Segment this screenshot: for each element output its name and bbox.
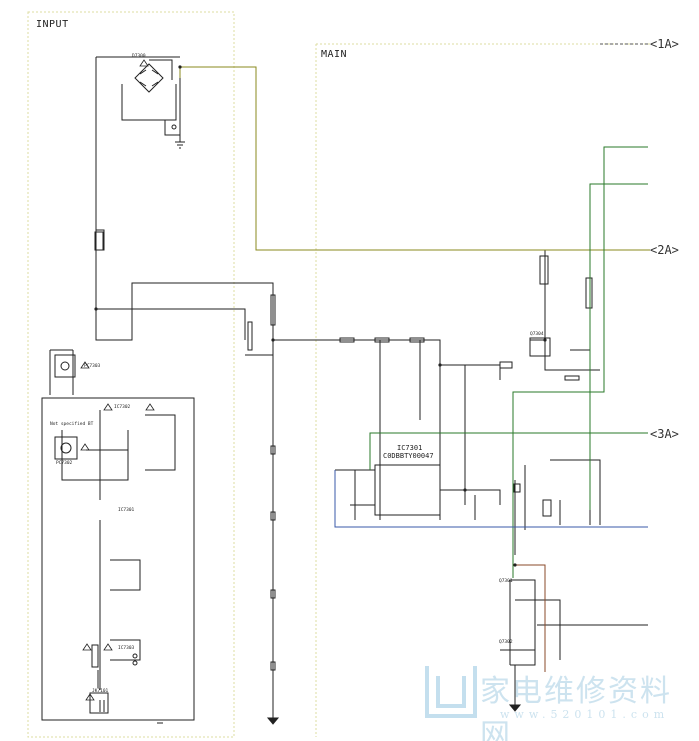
ground-symbols bbox=[155, 141, 522, 725]
blue-net bbox=[334, 470, 648, 528]
part-label-ic7302: IC7302 bbox=[114, 405, 131, 410]
warning-triangles bbox=[80, 59, 155, 701]
part-label-pc7303: PC7303 bbox=[84, 364, 101, 369]
ic-ref-label: IC7301 bbox=[397, 444, 423, 452]
part-label-ic7301b: IC7301 bbox=[118, 508, 135, 513]
ic-part-label: C0DBBTY00047 bbox=[383, 452, 434, 460]
part-label-ic7303: IC7303 bbox=[118, 646, 135, 651]
olive-net bbox=[180, 66, 650, 251]
part-label-q7304: Q7304 bbox=[530, 332, 544, 337]
watermark-logo bbox=[425, 666, 477, 718]
bridge-rectifier bbox=[134, 63, 164, 93]
part-label-pc7302: PC7302 bbox=[56, 461, 73, 466]
section-frames bbox=[27, 11, 650, 738]
input-section-title: INPUT bbox=[36, 19, 69, 30]
watermark-text: 家电维修资料网 bbox=[480, 674, 672, 741]
watermark-url: www.520101.com bbox=[500, 708, 670, 721]
connector-2a: <2A> bbox=[650, 243, 679, 257]
input-blocks bbox=[54, 337, 551, 714]
part-label-jk7101: JK7101 bbox=[92, 689, 109, 694]
connector-3a: <3A> bbox=[650, 427, 679, 441]
green-net-2 bbox=[589, 183, 648, 510]
black-wires bbox=[41, 56, 648, 721]
input-frame bbox=[27, 11, 235, 738]
green-net-1 bbox=[512, 146, 648, 565]
test-points bbox=[132, 124, 177, 666]
part-label-not-specified: Not specified BT bbox=[50, 422, 94, 427]
wire-ticks bbox=[94, 231, 593, 671]
brown-net bbox=[513, 564, 546, 672]
main-section-title: MAIN bbox=[321, 49, 348, 60]
green-net-3 bbox=[369, 432, 648, 470]
junction-dots bbox=[94, 65, 547, 567]
part-label-q7301: Q7301 bbox=[499, 579, 513, 584]
connector-1a: <1A> bbox=[650, 37, 679, 51]
part-label-d7300: D7300 bbox=[132, 54, 146, 59]
part-label-q7302: Q7302 bbox=[499, 640, 513, 645]
